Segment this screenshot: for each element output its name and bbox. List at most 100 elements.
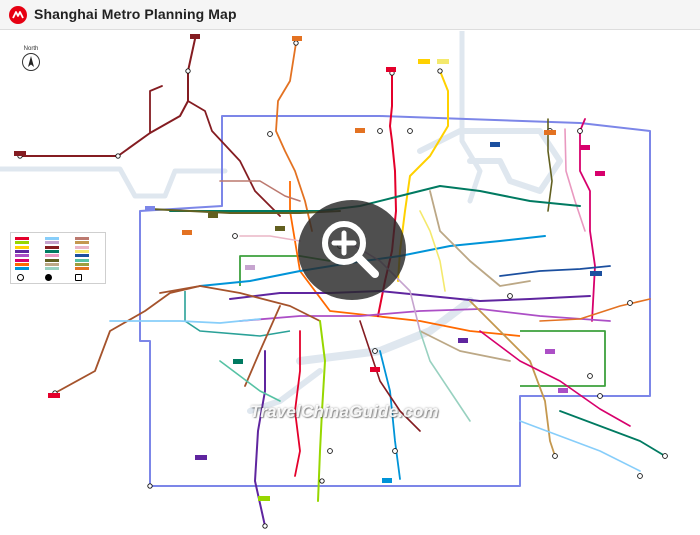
- terminus-tag: [48, 393, 60, 398]
- line-teal-south: [219, 360, 281, 402]
- legend-line-swatch: [75, 237, 89, 240]
- line-terminus-tags: [14, 34, 605, 501]
- station-marker: [507, 293, 513, 299]
- line-periwinkle-ring: [139, 115, 651, 487]
- station-marker: [662, 453, 668, 459]
- legend-line-swatch: [45, 241, 59, 245]
- terminus-tag: [355, 128, 365, 133]
- legend-line-swatch: [45, 254, 59, 258]
- map-legend: [10, 232, 106, 284]
- river-north: [459, 31, 483, 204]
- line-maroon-central: [359, 320, 421, 432]
- station-marker: [437, 68, 443, 74]
- line-tan-mid: [419, 190, 531, 362]
- line-maroon-northwest: [19, 38, 196, 157]
- legend-line-swatch: [45, 237, 59, 240]
- station-marker: [372, 348, 378, 354]
- terminus-tag: [595, 171, 605, 176]
- terminus-tag: [386, 67, 396, 72]
- legend-line-swatch: [45, 245, 59, 249]
- station-marker: [597, 393, 603, 399]
- terminus-tag: [558, 388, 568, 393]
- station-marker: [392, 448, 398, 454]
- legend-line-swatch: [75, 245, 89, 249]
- metro-network-map[interactable]: [0, 31, 700, 535]
- compass-label: North: [23, 46, 39, 52]
- line-brown-northwest: [219, 180, 301, 202]
- page-title: Shanghai Metro Planning Map: [34, 6, 237, 22]
- legend-line-swatch: [15, 262, 29, 266]
- terminus-tag: [545, 349, 555, 354]
- line-darkblue-east: [499, 265, 611, 277]
- legend-symbols: [17, 274, 103, 282]
- terminus-tag: [437, 59, 449, 64]
- river-west-branch: [0, 166, 228, 199]
- station-marker: [293, 40, 299, 46]
- station-marker: [185, 68, 191, 74]
- station-marker: [319, 478, 325, 484]
- terminus-tag: [418, 59, 430, 64]
- legend-line-swatch: [15, 245, 29, 249]
- station-symbol-icon: [17, 274, 24, 281]
- station-marker: [327, 448, 333, 454]
- terminus-tag: [14, 151, 26, 156]
- station-marker: [115, 153, 121, 159]
- terminus-tag: [233, 359, 243, 364]
- station-marker: [627, 300, 633, 306]
- page-header: Shanghai Metro Planning Map: [0, 0, 700, 30]
- line-red-southwest: [54, 285, 201, 394]
- legend-line-swatch: [45, 258, 59, 262]
- legend-line-swatch: [15, 254, 29, 258]
- legend-line-swatch: [75, 258, 89, 262]
- terminus-tag: [490, 142, 500, 147]
- terminus-tag: [258, 496, 270, 501]
- legend-line-swatch: [15, 249, 29, 253]
- terminus-tag: [195, 455, 207, 460]
- legend-line-swatch: [75, 262, 89, 266]
- station-marker: [377, 128, 383, 134]
- line-brown-southeast: [469, 300, 556, 457]
- terminus-tag: [190, 34, 200, 39]
- line-magenta-southeast: [479, 330, 631, 427]
- line-blue-south: [379, 350, 401, 480]
- line-brown-main: [159, 285, 321, 387]
- line-skyblue-west: [109, 318, 261, 324]
- station-marker: [587, 373, 593, 379]
- zoom-in-button[interactable]: [298, 200, 406, 300]
- railway-symbol-icon: [75, 274, 82, 281]
- compass: North: [20, 46, 42, 71]
- station-marker: [577, 128, 583, 134]
- line-pink-northwest: [239, 235, 301, 242]
- legend-line-swatch: [15, 237, 29, 240]
- shanghai-metro-logo-icon: [9, 6, 27, 24]
- terminus-tag: [590, 271, 602, 276]
- line-teal-inner-ring: [184, 291, 291, 337]
- legend-line-swatch: [75, 241, 89, 245]
- line-pink-east: [564, 128, 586, 232]
- river-huangpu: [417, 128, 563, 194]
- terminus-tag: [275, 226, 285, 231]
- north-arrow-glyph: [28, 56, 34, 67]
- terminus-tag: [145, 206, 155, 211]
- station-marker: [262, 523, 268, 529]
- line-mint-south: [419, 330, 471, 422]
- line-red-south: [294, 330, 301, 477]
- terminus-tag: [245, 265, 255, 270]
- line-yellow-mid: [419, 210, 446, 292]
- line-orange-north: [275, 42, 313, 232]
- legend-line-swatch: [75, 267, 89, 271]
- line-lime-south: [317, 320, 326, 502]
- terminus-tag: [544, 130, 556, 135]
- line-skyblue-southeast: [519, 420, 641, 472]
- line-purple-main: [229, 290, 591, 302]
- station-marker: [637, 473, 643, 479]
- terminus-tag: [382, 478, 392, 483]
- station-marker: [552, 453, 558, 459]
- station-marker: [267, 131, 273, 137]
- station-marker: [232, 233, 238, 239]
- terminus-tag: [458, 338, 468, 343]
- north-arrow-icon: [22, 53, 40, 71]
- legend-line-swatch: [75, 249, 89, 253]
- terminus-tag: [370, 367, 380, 372]
